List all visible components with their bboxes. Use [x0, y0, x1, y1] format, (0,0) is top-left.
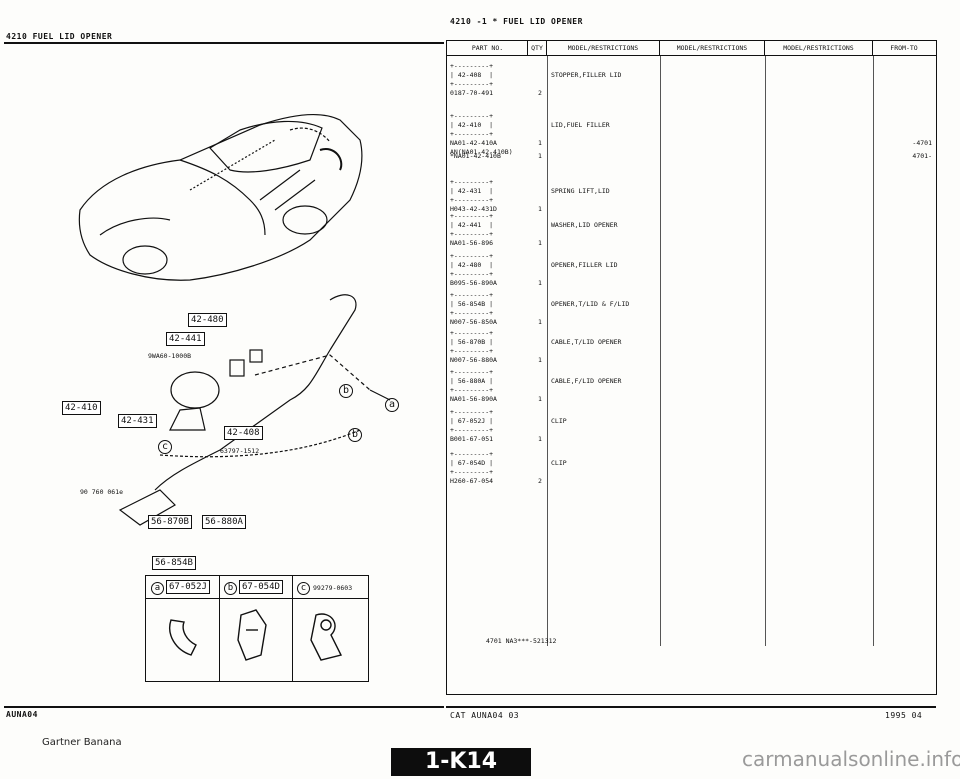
row-description: WASHER,LID OPENER: [551, 221, 618, 229]
source-credit: Gartner Banana: [42, 737, 122, 748]
row-qty: 1: [538, 318, 542, 326]
col-model-2: MODEL/RESTRICTIONS: [660, 41, 765, 55]
row-qty: 1: [538, 239, 542, 247]
row-description: OPENER,T/LID & F/LID: [551, 300, 630, 308]
col-model-1: MODEL/RESTRICTIONS: [547, 41, 660, 55]
clip-a-part: 67-052J: [166, 580, 210, 594]
row-description: CABLE,T/LID OPENER: [551, 338, 622, 346]
row-part-number: +---------+ | 67-052J | +---------+ B001…: [450, 408, 494, 443]
row-description: CABLE,F/LID OPENER: [551, 377, 622, 385]
opener-mechanism-drawing: [118, 294, 391, 526]
clip-drawings: [169, 609, 343, 661]
clip-detail-panel: [145, 575, 369, 682]
clip-panel-divider-1: [219, 576, 220, 681]
row-part-number: *NA01-42-410B: [450, 152, 501, 160]
car-illustration: [78, 113, 363, 281]
callout-42-441: 42-441: [166, 332, 205, 346]
clip-c-marker: c: [297, 582, 310, 595]
row-qty: 1: [538, 395, 542, 403]
col-divider-model-2: [765, 56, 766, 646]
callout-note-1: 63797-1512: [220, 447, 260, 455]
callout-42-408: 42-408: [224, 426, 263, 440]
row-part-number: +---------+ | 56-854B | +---------+ N007…: [450, 291, 497, 326]
col-model-3: MODEL/RESTRICTIONS: [765, 41, 873, 55]
row-part-number: +---------+ | 56-870B | +---------+ N007…: [450, 329, 497, 364]
left-footer-code: AUNA04: [6, 710, 38, 719]
row-description: OPENER,FILLER LID: [551, 261, 618, 269]
left-page-header: 4210 FUEL LID OPENER: [6, 32, 113, 41]
left-header-rule: [4, 42, 444, 44]
col-divider-model-3: [873, 56, 874, 646]
callout-42-431: 42-431: [118, 414, 157, 428]
col-divider-model-1: [660, 56, 661, 646]
row-qty: 1: [538, 356, 542, 364]
ref-b-marker-2: b: [348, 428, 362, 442]
row-part-number: +---------+ | 42-408 | +---------+ 0187-…: [450, 62, 494, 97]
ref-c-marker: c: [158, 440, 172, 454]
row-part-number: +---------+ | 42-441 | +---------+ NA01-…: [450, 212, 494, 247]
right-footer-rule: [446, 706, 936, 708]
row-qty: 2: [538, 89, 542, 97]
row-qty: 1: [538, 435, 542, 443]
right-footer-left: CAT AUNA04 03: [450, 711, 520, 720]
row-part-number: +---------+ | 42-480 | +---------+ B095-…: [450, 252, 497, 287]
clip-b-marker: b: [224, 582, 237, 595]
col-divider-qty: [547, 56, 548, 646]
row-part-number: +---------+ | 56-880A | +---------+ NA01…: [450, 368, 497, 403]
row-part-number: +---------+ | 42-431 | +---------+ H043-…: [450, 178, 497, 213]
row-from-to: 4701-: [912, 152, 932, 160]
callout-bolt: 9WA60-1000B: [148, 352, 192, 360]
row-part-number: +---------+ | 67-054D | +---------+ H260…: [450, 450, 494, 485]
table-footnote: 4701 NA3***-521312: [486, 637, 557, 645]
col-from-to: FROM-TO: [890, 44, 918, 52]
row-qty: 1: [538, 139, 542, 147]
callout-56-880a: 56-880A: [202, 515, 246, 529]
clip-panel-divider-2: [292, 576, 293, 681]
row-from-to: -4701: [912, 139, 932, 147]
callout-42-410: 42-410: [62, 401, 101, 415]
clip-b-part: 67-054D: [239, 580, 283, 594]
row-description: LID,FUEL FILLER: [551, 121, 610, 129]
col-qty: QTY: [528, 41, 547, 55]
callout-42-480: 42-480: [188, 313, 227, 327]
right-page-title: 4210 -1 * FUEL LID OPENER: [450, 17, 583, 26]
row-qty: 1: [538, 205, 542, 213]
row-qty: 1: [538, 279, 542, 287]
clip-c-part: 99279-0603: [313, 584, 353, 592]
row-description: CLIP: [551, 417, 567, 425]
clip-a-marker: a: [151, 582, 164, 595]
clip-panel-header-rule: [146, 598, 368, 599]
callout-56-870b: 56-870B: [148, 515, 192, 529]
watermark: carmanualsonline.info: [742, 747, 960, 771]
row-qty: 1: [538, 152, 542, 160]
parts-table: [446, 40, 937, 695]
ref-b-marker: b: [339, 384, 353, 398]
row-part-number: +---------+ | 42-410 | +---------+ NA01-…: [450, 112, 513, 156]
callout-note-2: 90 760 061e: [80, 488, 124, 496]
right-footer-right: 1995 04: [885, 711, 923, 720]
row-description: STOPPER,FILLER LID: [551, 71, 622, 79]
col-part-no: PART NO.: [448, 41, 528, 55]
left-footer-rule: [4, 706, 444, 708]
table-header-rule: [446, 55, 937, 56]
row-description: CLIP: [551, 459, 567, 467]
callout-56-854b: 56-854B: [152, 556, 196, 570]
ref-a-marker: a: [385, 398, 399, 412]
row-qty: 2: [538, 477, 542, 485]
row-description: SPRING LIFT,LID: [551, 187, 610, 195]
page-number-badge: 1-K14: [391, 748, 531, 776]
